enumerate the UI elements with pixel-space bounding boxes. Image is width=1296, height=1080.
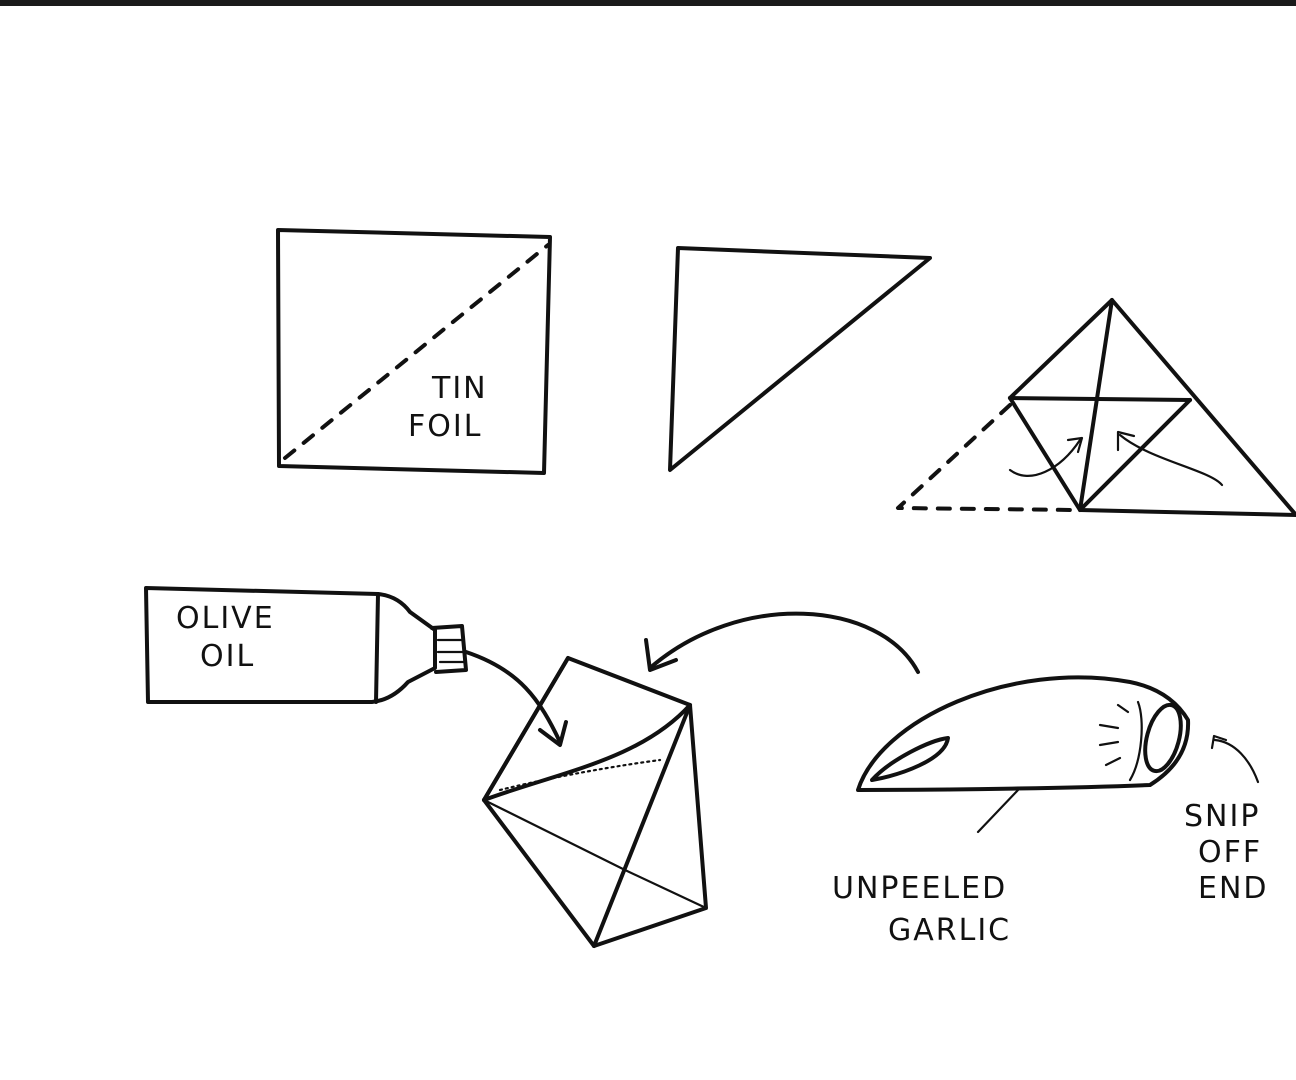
fold-arrow-right: [1118, 433, 1224, 487]
foil-square: TIN FOIL: [276, 228, 552, 475]
garlic-pointer-line: [976, 788, 1020, 834]
garlic-clove: UNPEELED GARLIC: [832, 675, 1191, 948]
snip-arrow: [1213, 738, 1260, 784]
olive-oil-label-2: OIL: [200, 639, 255, 674]
tin-foil-label-2: FOIL: [408, 409, 482, 444]
dashed-fold-corner: [896, 403, 1077, 512]
snip-annotation: SNIP OFF END: [1184, 734, 1269, 906]
scan-edge-bar: [0, 0, 1296, 6]
fold-arrow-left: [1008, 438, 1082, 477]
snip-label-1: SNIP: [1184, 799, 1260, 834]
folded-triangle: [668, 246, 932, 472]
garlic-label-1: UNPEELED: [832, 871, 1007, 906]
olive-oil-bottle: OLIVE OIL: [144, 586, 568, 747]
corner-fold-triangle: [896, 298, 1296, 517]
fold-diagonal-line: [283, 243, 550, 460]
snip-label-3: END: [1198, 871, 1269, 906]
snip-label-2: OFF: [1198, 835, 1262, 870]
pour-arrow: [464, 650, 562, 744]
garlic-to-packet-arrow: [648, 611, 920, 674]
garlic-label-2: GARLIC: [888, 913, 1011, 948]
tin-foil-label-1: TIN: [431, 371, 488, 406]
foil-packet: [482, 656, 708, 948]
olive-oil-label-1: OLIVE: [176, 601, 275, 636]
